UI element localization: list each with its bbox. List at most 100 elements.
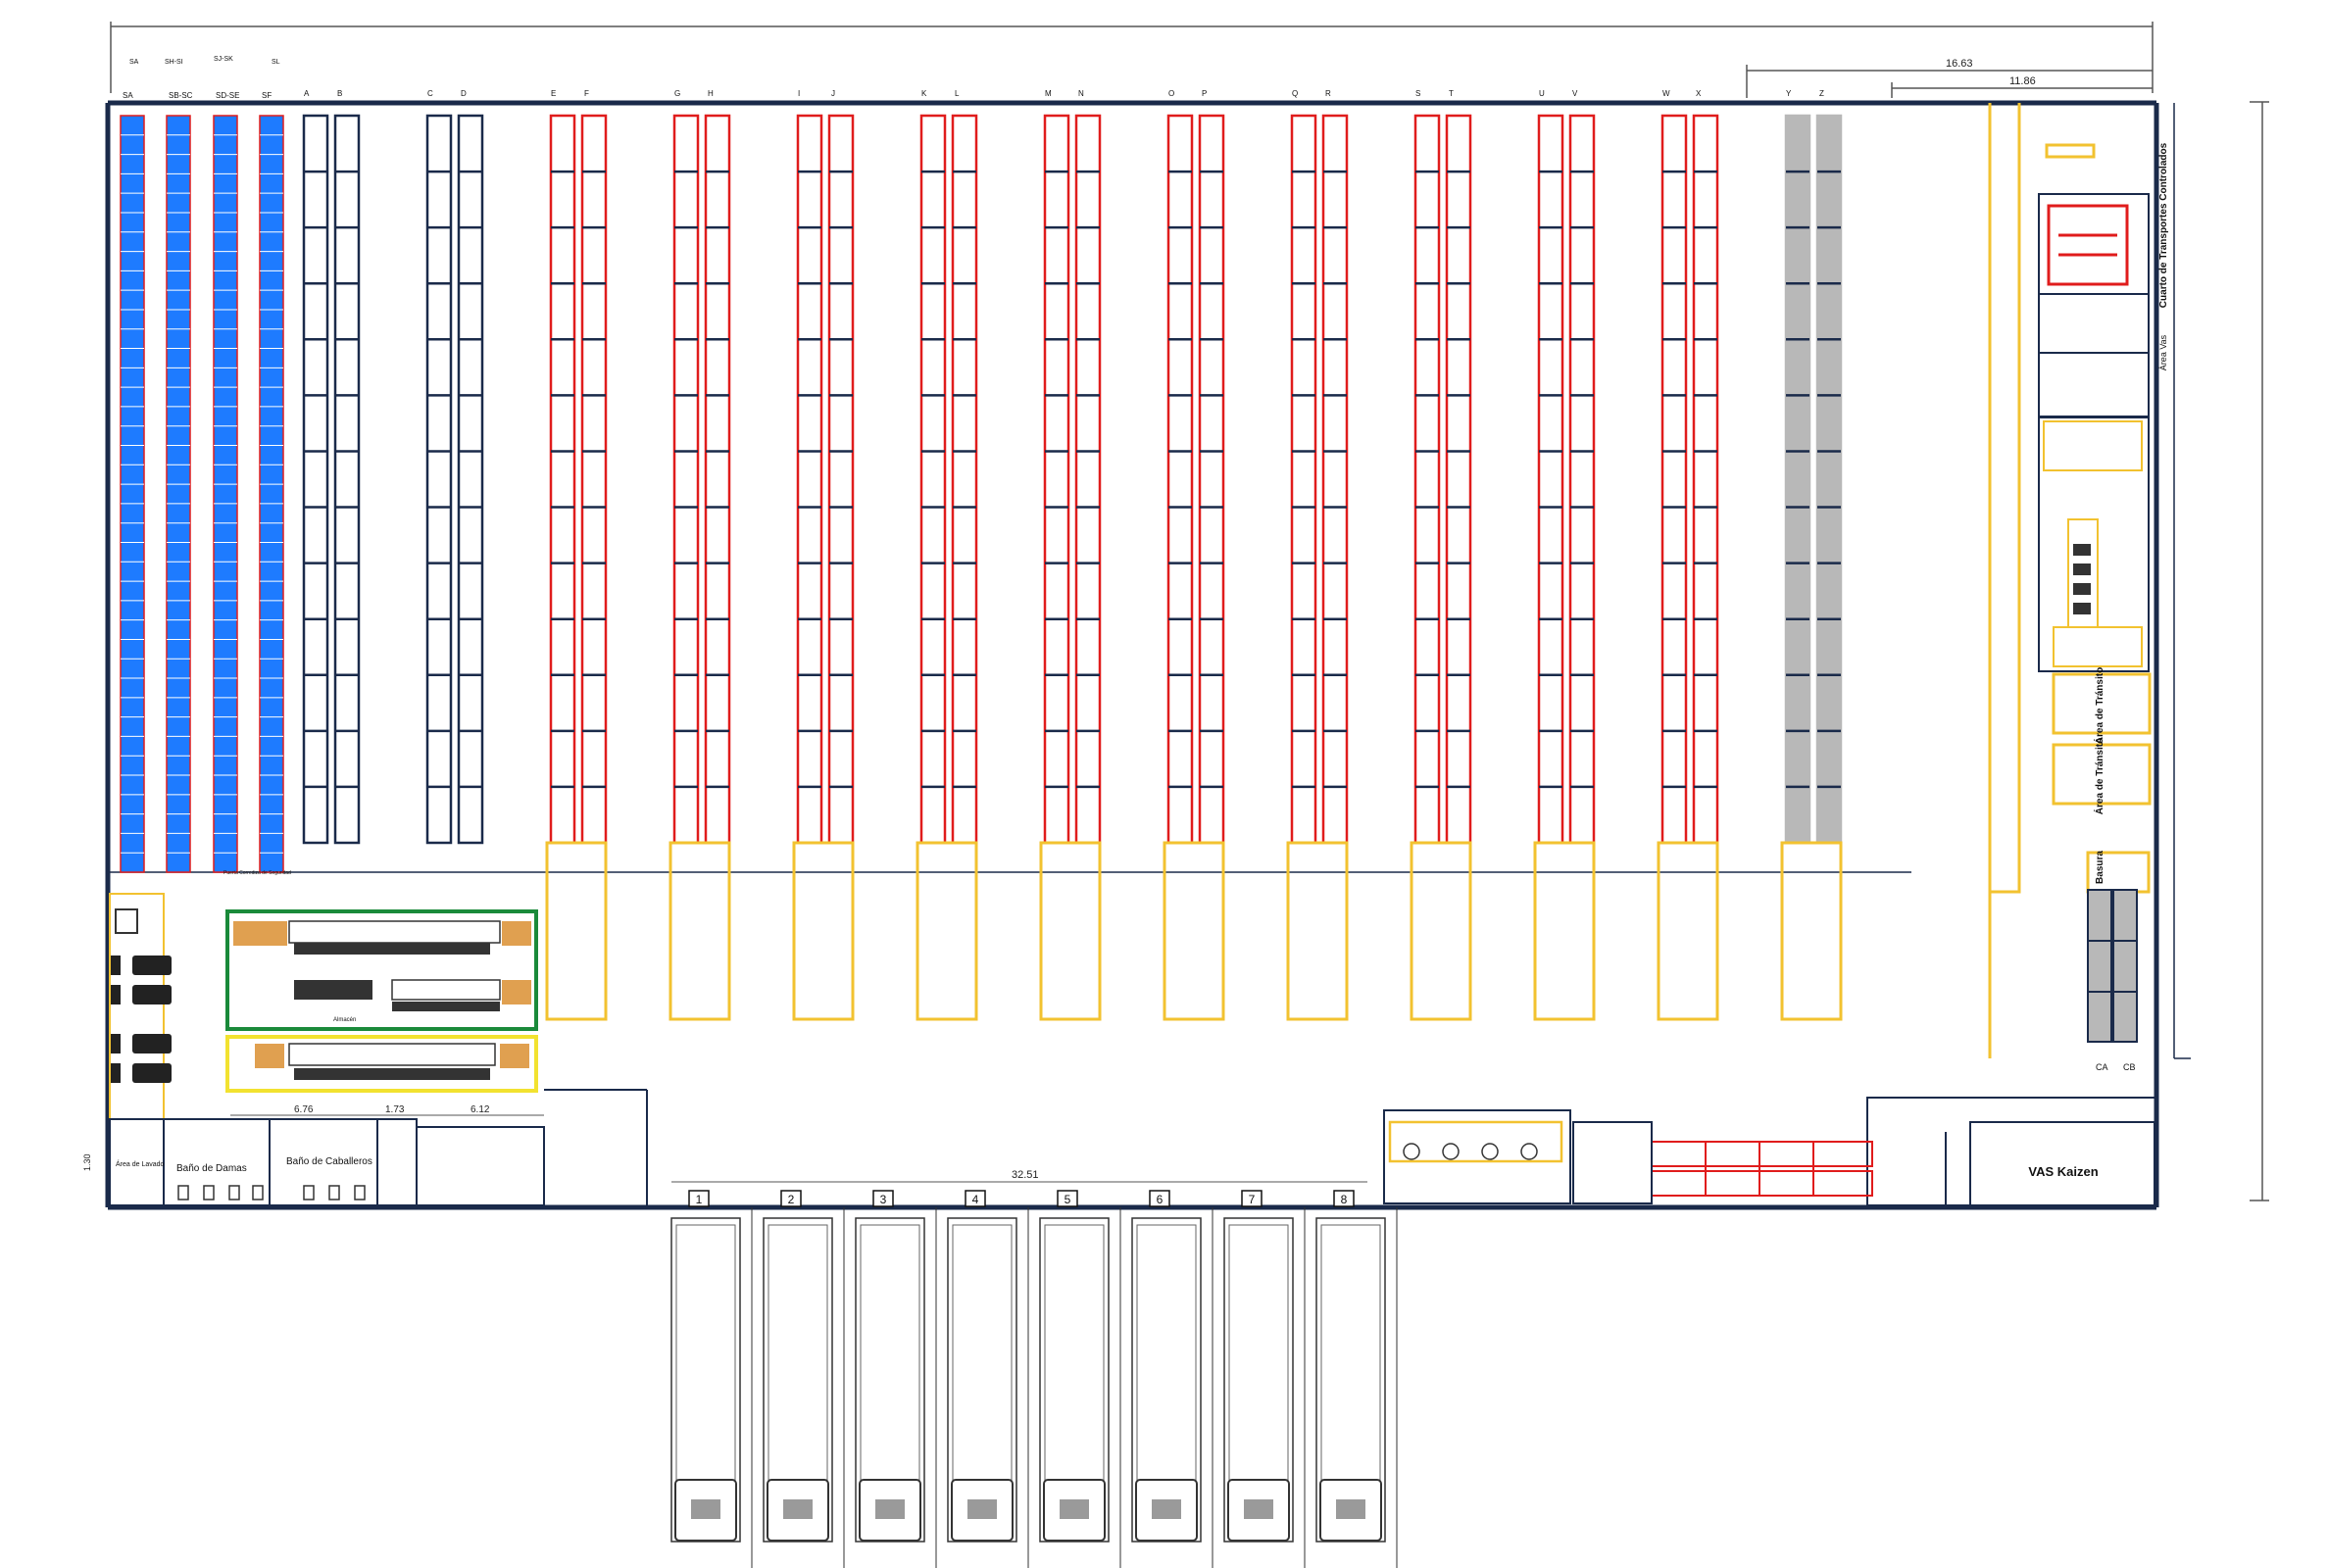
rack-sd-se: [213, 115, 238, 873]
truck-trailer: [1223, 1217, 1294, 1543]
right-offices: [2038, 193, 2150, 672]
cab-window: [783, 1499, 813, 1519]
aisle-label: Z: [1819, 89, 1824, 98]
cab-window: [967, 1499, 997, 1519]
rack-column: [1413, 114, 1441, 845]
truck-cab: [1319, 1479, 1382, 1542]
aisle-label: T: [1449, 89, 1454, 98]
truck-trailer: [1131, 1217, 1202, 1543]
rack-column: [1445, 114, 1472, 845]
rack-aisles: [120, 114, 1843, 873]
aisle-label: N: [1078, 89, 1084, 98]
aisle-label: R: [1325, 89, 1331, 98]
rack-column: [302, 114, 329, 845]
dock-6: 6: [1131, 1190, 1214, 1568]
aisle-label: K: [921, 89, 927, 98]
cab-window: [1244, 1499, 1273, 1519]
staging-box: [1780, 841, 1843, 1021]
dock-8: 8: [1315, 1190, 1398, 1568]
rack-column: [1568, 114, 1596, 845]
dock-office: [1383, 1109, 1653, 1204]
rack-column: [425, 114, 453, 845]
dock-5: 5: [1039, 1190, 1121, 1568]
rack-column: [672, 114, 700, 845]
dock-number-box: [1333, 1190, 1355, 1207]
area-transito-2-label: Área de Tránsito: [2093, 738, 2105, 814]
bano-damas-label: Baño de Damas: [176, 1163, 247, 1174]
trailer-inner: [1228, 1224, 1289, 1481]
rack-column: [919, 114, 947, 845]
aisle-label: H: [708, 89, 714, 98]
ca-label: CA: [2096, 1062, 2108, 1072]
dimension-top-b: 11.86: [2009, 75, 2036, 87]
cab-window: [1060, 1499, 1089, 1519]
staging-box: [792, 841, 855, 1021]
rack-column: [457, 114, 484, 845]
rack-column: [704, 114, 731, 845]
rack-column: [1815, 114, 1843, 845]
basura-label: Basura: [2095, 851, 2105, 884]
cab-window: [691, 1499, 720, 1519]
rack-pair-a: [302, 114, 361, 845]
truck-trailer: [1039, 1217, 1110, 1543]
truck-cab: [1135, 1479, 1198, 1542]
dock-number: 1: [696, 1193, 703, 1206]
rack-column: [951, 114, 978, 845]
top-code-sl: SL: [272, 59, 280, 66]
staging-box: [1039, 841, 1102, 1021]
truck-cab: [767, 1479, 829, 1542]
aisle-label: Q: [1292, 89, 1298, 98]
truck-cab: [859, 1479, 921, 1542]
packing-zone-green: [225, 909, 538, 1031]
aisle-label: G: [674, 89, 680, 98]
forklifts: [111, 956, 172, 1083]
dock-number: 3: [880, 1193, 887, 1206]
rack-column: [580, 114, 608, 845]
rack-column: [1198, 114, 1225, 845]
dock-dimension-label: 32.51: [1012, 1169, 1039, 1181]
right-walkway: [1988, 103, 2096, 1058]
dock-number-box: [688, 1190, 710, 1207]
truck-cab: [1227, 1479, 1290, 1542]
rack-body: [259, 115, 284, 873]
staging-areas: [545, 841, 1843, 1021]
trailer-inner: [1136, 1224, 1197, 1481]
dock-number-box: [965, 1190, 986, 1207]
rack-sb-sc: [166, 115, 191, 873]
truck-cab: [951, 1479, 1014, 1542]
aisle-label: Y: [1786, 89, 1792, 98]
aisle-label: SA: [123, 91, 133, 100]
trailer-inner: [952, 1224, 1013, 1481]
truck-cab: [674, 1479, 737, 1542]
top-code-sa: SA: [129, 59, 139, 66]
dimension-left-height: 1.30: [82, 1153, 92, 1171]
trailer-inner: [1044, 1224, 1105, 1481]
dock-number-box: [872, 1190, 894, 1207]
rack-column: [1074, 114, 1102, 845]
truck-trailer: [670, 1217, 741, 1543]
area-lavado-label: Área de Lavado: [116, 1159, 165, 1168]
dock-2: 2: [763, 1190, 845, 1568]
secondary-walls: [110, 103, 2191, 1059]
staging-box: [1286, 841, 1349, 1021]
dock-number: 8: [1341, 1193, 1348, 1206]
rack-body: [213, 115, 238, 873]
cab-window: [875, 1499, 905, 1519]
rack-column: [1692, 114, 1719, 845]
rack-column: [1321, 114, 1349, 845]
rack-column: [549, 114, 576, 845]
rack-pair-g: [672, 114, 731, 845]
bottom-red-shelving: [1651, 1141, 1873, 1197]
bano-caballeros-label: Baño de Caballeros: [286, 1156, 372, 1167]
staging-box: [916, 841, 978, 1021]
trailer-inner: [675, 1224, 736, 1481]
truck-trailer: [855, 1217, 925, 1543]
staging-box: [1657, 841, 1719, 1021]
rack-column: [796, 114, 823, 845]
forklift-parking: [109, 893, 165, 1120]
dock-number-box: [1149, 1190, 1170, 1207]
aisle-label: V: [1572, 89, 1578, 98]
rack-column: [1043, 114, 1070, 845]
trailer-inner: [768, 1224, 828, 1481]
